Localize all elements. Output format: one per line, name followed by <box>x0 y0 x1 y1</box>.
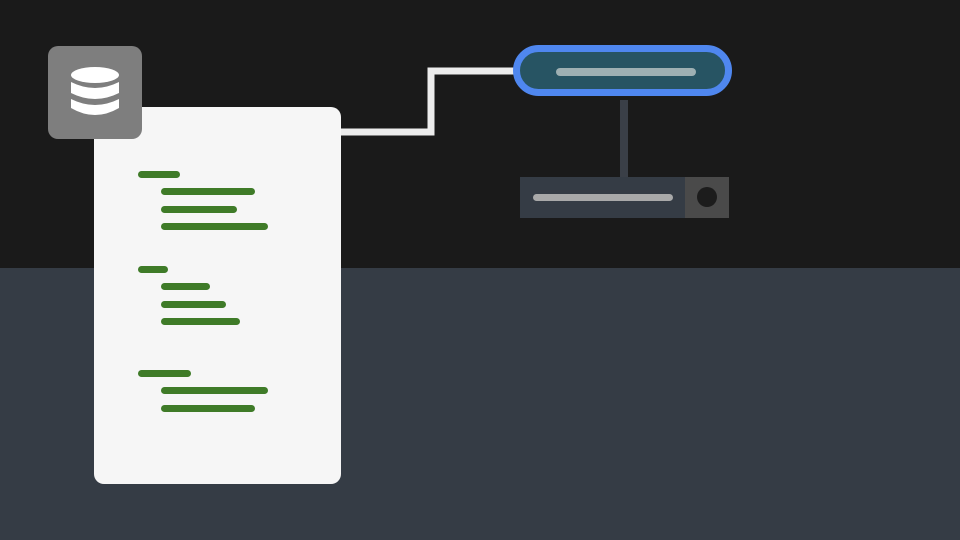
pill-node <box>513 45 732 96</box>
code-line-header <box>138 171 180 178</box>
pill-label-bar <box>556 68 696 76</box>
code-line-header <box>138 266 168 273</box>
code-line <box>161 188 255 195</box>
code-line <box>161 283 210 290</box>
code-line-header <box>138 370 191 377</box>
device-label-bar <box>533 194 673 201</box>
node-stem <box>620 100 628 180</box>
code-line <box>161 205 237 213</box>
database-icon <box>71 67 119 115</box>
code-line <box>161 404 255 412</box>
code-line <box>161 223 268 230</box>
device-box <box>520 177 729 218</box>
device-knob <box>697 187 717 207</box>
code-document <box>94 107 341 484</box>
code-line <box>161 300 226 308</box>
code-line <box>161 318 240 325</box>
device-body <box>520 177 685 218</box>
device-port <box>685 177 729 218</box>
database-badge <box>48 46 142 139</box>
code-line <box>161 387 268 394</box>
